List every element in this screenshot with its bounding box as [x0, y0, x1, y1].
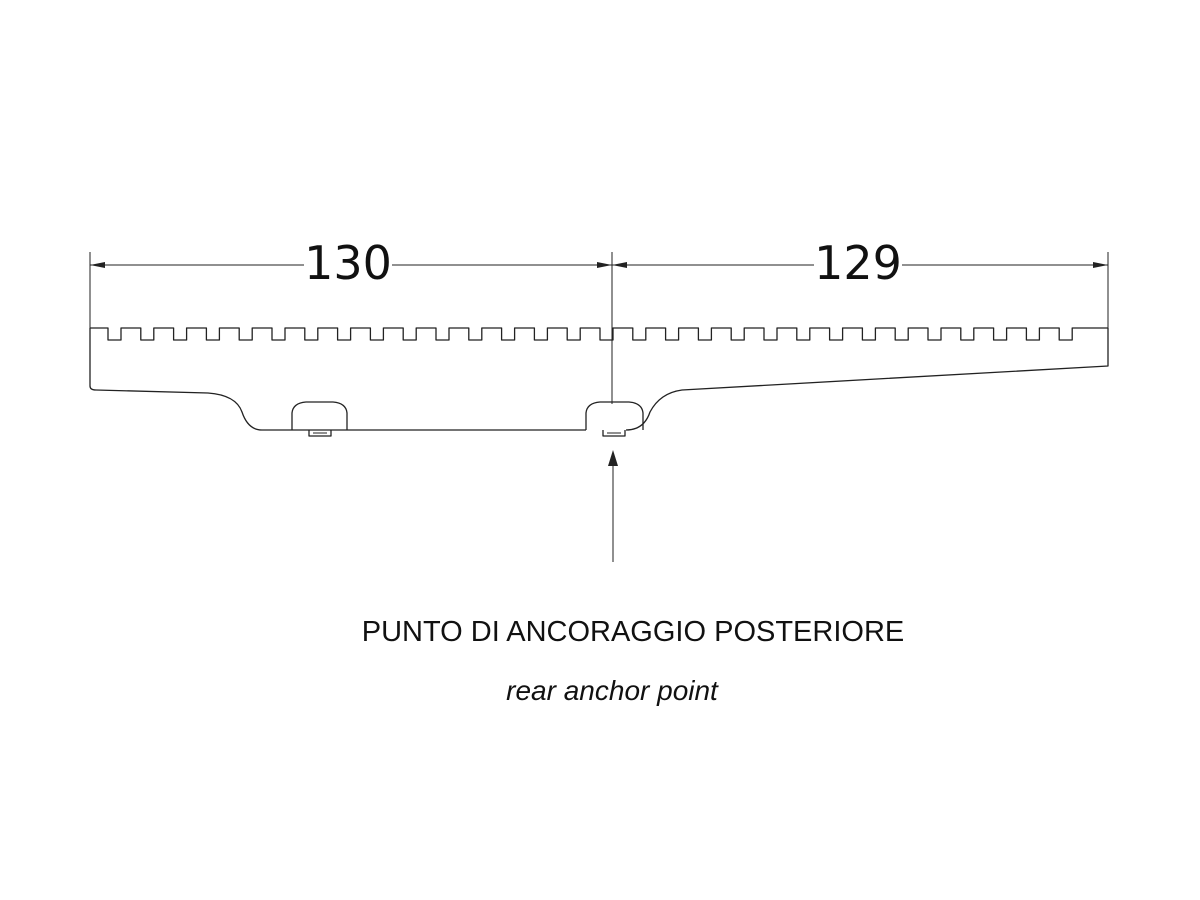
rear-anchor-callout	[608, 450, 618, 562]
callout-arrow-head	[608, 450, 618, 466]
rear-anchor-foot	[585, 401, 644, 430]
front-anchor-pin	[308, 430, 332, 437]
dimension-arrow-left-end	[597, 262, 612, 268]
rail-right-underside	[625, 328, 1109, 431]
front-anchor-foot	[291, 401, 348, 430]
callout-label-italian: PUNTO DI ANCORAGGIO POSTERIORE	[362, 616, 905, 648]
dimension-value-left: 130	[304, 236, 392, 290]
rail-teeth-edge	[90, 327, 1108, 341]
dimension-value-right: 129	[814, 236, 902, 290]
rail-left-underside	[89, 328, 586, 431]
rail-profile	[89, 327, 1109, 437]
callout-label-english: rear anchor point	[506, 675, 719, 706]
rear-anchor-pin	[602, 430, 626, 437]
dimension-arrow-left-start	[90, 262, 105, 268]
dimension-arrow-right-end	[1093, 262, 1108, 268]
dimension-lines: 130 129	[89, 236, 1109, 404]
dimension-arrow-right-start	[612, 262, 627, 268]
